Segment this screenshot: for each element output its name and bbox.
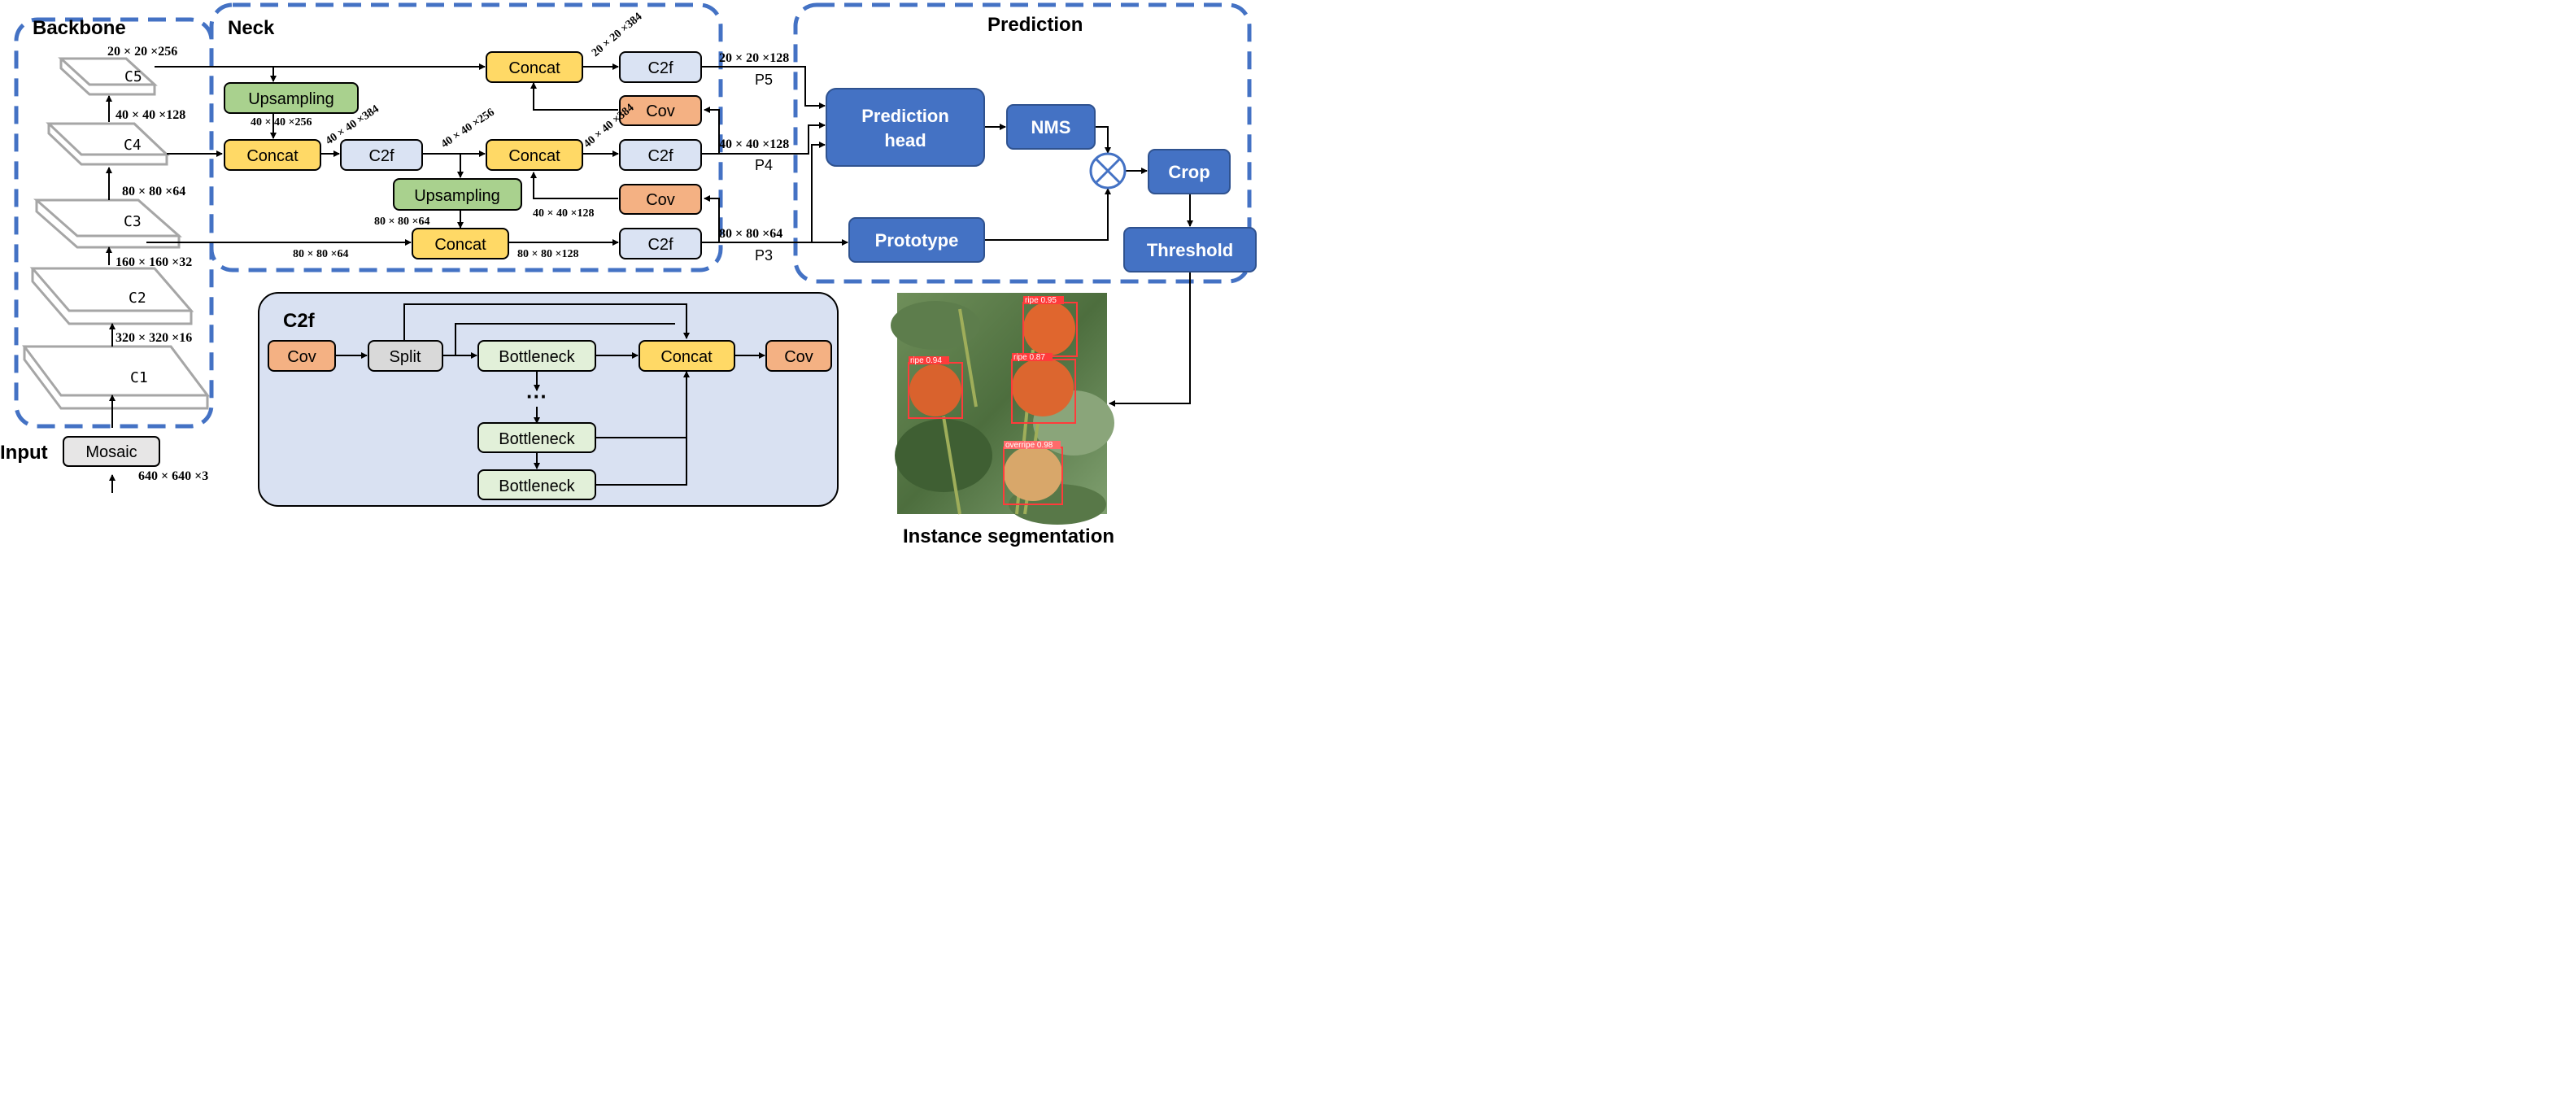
lotus-pod-1: [1023, 302, 1075, 355]
dim-c3-line: 80 × 80 ×64: [293, 248, 348, 260]
p3-label: P3: [755, 247, 773, 264]
neck-concat-top: Concat: [486, 51, 583, 83]
neck-concat-1: Concat: [224, 139, 321, 171]
prototype-block: Prototype: [848, 217, 985, 263]
dim-cov-low: 40 × 40 ×128: [533, 207, 594, 220]
c2-label: C2: [129, 290, 146, 307]
prediction-frame: [793, 2, 1252, 284]
svg-text:Threshold: Threshold: [1147, 240, 1233, 260]
svg-text:NMS: NMS: [1031, 117, 1071, 137]
svg-text:Prediction: Prediction: [861, 106, 949, 126]
neck-c2f-p4: C2f: [619, 139, 702, 171]
backbone-dim-c1: 320 × 320 ×16: [116, 331, 192, 345]
svg-text:Prototype: Prototype: [875, 230, 959, 251]
det-label-1: ripe 0.95: [1025, 296, 1057, 305]
neck-upsampling-low: Upsampling: [393, 178, 522, 211]
svg-text:Bottleneck: Bottleneck: [499, 477, 575, 495]
result-caption: Instance segmentation: [903, 525, 1114, 547]
mosaic-block: [63, 436, 160, 467]
input-dim: 640 × 640 ×3: [138, 469, 208, 483]
svg-text:Concat: Concat: [508, 59, 560, 77]
prediction-head-block: Prediction head: [826, 88, 985, 167]
input-label: Input: [0, 442, 48, 464]
svg-text:C2f: C2f: [647, 147, 673, 165]
svg-text:Bottleneck: Bottleneck: [499, 430, 575, 448]
p5-dim: 20 × 20 ×128: [719, 51, 789, 65]
svg-text:Concat: Concat: [660, 348, 713, 366]
c2f-ellipsis: ···: [526, 384, 547, 408]
neck-cov-low: Cov: [619, 184, 702, 215]
c2f-bottleneck-1: Bottleneck: [477, 340, 596, 372]
c4-label: C4: [124, 137, 142, 154]
backbone-layer-c5: C5: [58, 57, 158, 96]
threshold-block: Threshold: [1123, 227, 1257, 272]
c5-label: C5: [124, 68, 142, 85]
backbone-layer-c2: C2: [29, 267, 194, 325]
neck-c2f-p3: C2f: [619, 228, 702, 259]
svg-text:Bottleneck: Bottleneck: [499, 348, 575, 366]
svg-text:Upsampling: Upsampling: [414, 187, 500, 205]
mosaic-label: Mosaic: [85, 443, 137, 461]
svg-text:Concat: Concat: [434, 236, 486, 254]
lotus-pod-4: [1004, 446, 1062, 501]
backbone-dim-c3: 80 × 80 ×64: [122, 185, 185, 198]
neck-concat-3: Concat: [412, 228, 509, 259]
svg-text:Split: Split: [390, 348, 421, 366]
backbone-dim-c5: 20 × 20 ×256: [107, 45, 177, 59]
c2f-cov-out: Cov: [765, 340, 832, 372]
multiply-icon: [1089, 152, 1127, 190]
backbone-layer-c3: C3: [33, 198, 182, 249]
c2f-split: Split: [368, 340, 443, 372]
neck-cov-top: Cov: [619, 95, 702, 126]
neck-c2f-1: C2f: [340, 139, 423, 171]
neck-c2f-p5: C2f: [619, 51, 702, 83]
backbone-layer-c4: C4: [46, 122, 170, 166]
neck-concat-2: Concat: [486, 139, 583, 171]
det-label-4: overripe 0.98: [1005, 441, 1053, 450]
c2f-concat: Concat: [639, 340, 735, 372]
p4-label: P4: [755, 157, 773, 173]
crop-block: Crop: [1148, 149, 1231, 194]
segmentation-result-image: ripe 0.95 ripe 0.94 ripe 0.87 overripe 0…: [891, 293, 1114, 525]
backbone-dim-c4: 40 × 40 ×128: [116, 108, 185, 122]
svg-text:head: head: [884, 130, 926, 150]
c2f-bottleneck-2: Bottleneck: [477, 422, 596, 453]
neck-title: Neck: [228, 17, 275, 39]
svg-text:Cov: Cov: [646, 102, 675, 120]
prediction-title: Prediction: [987, 14, 1083, 36]
c3-label: C3: [124, 213, 142, 230]
lotus-pod-2: [909, 364, 961, 416]
svg-text:Crop: Crop: [1168, 162, 1210, 182]
p3-dim: 80 × 80 ×64: [719, 227, 782, 241]
dim-up2-in: 80 × 80 ×64: [374, 216, 429, 228]
c2f-cov-in: Cov: [268, 340, 336, 372]
backbone-title: Backbone: [33, 17, 126, 39]
neck-upsampling-top: Upsampling: [224, 82, 359, 114]
c1-label: C1: [130, 369, 148, 386]
svg-text:C2f: C2f: [647, 236, 673, 254]
c2f-detail-title: C2f: [283, 310, 316, 332]
p4-dim: 40 × 40 ×128: [719, 137, 789, 151]
det-label-3: ripe 0.87: [1013, 353, 1045, 362]
det-label-2: ripe 0.94: [910, 356, 942, 365]
backbone-dim-c2: 160 × 160 ×32: [116, 255, 192, 269]
svg-text:Cov: Cov: [646, 191, 675, 209]
svg-text:Upsampling: Upsampling: [248, 90, 334, 108]
dim-concat3-out: 80 × 80 ×128: [517, 248, 578, 260]
svg-text:C2f: C2f: [647, 59, 673, 77]
svg-text:Cov: Cov: [287, 348, 316, 366]
nms-block: NMS: [1006, 104, 1096, 150]
backbone-layer-c1: C1: [22, 345, 210, 410]
p5-label: P5: [755, 72, 773, 88]
svg-text:Concat: Concat: [508, 147, 560, 165]
dim-up1-out: 40 × 40 ×256: [251, 116, 312, 129]
svg-text:Cov: Cov: [784, 348, 813, 366]
c2f-bottleneck-3: Bottleneck: [477, 469, 596, 500]
svg-text:Concat: Concat: [246, 147, 299, 165]
svg-text:C2f: C2f: [368, 147, 394, 165]
lotus-pod-3: [1012, 358, 1074, 416]
neck-frame: [209, 2, 723, 272]
